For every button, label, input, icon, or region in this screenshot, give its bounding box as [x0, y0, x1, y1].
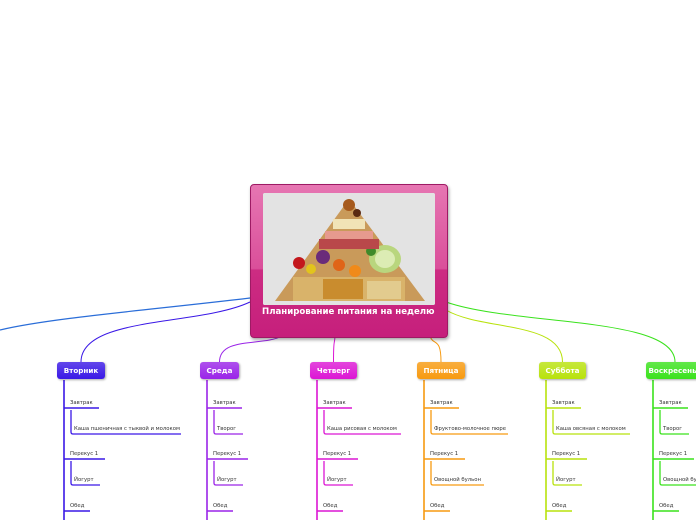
leaf-topic[interactable]: Обед: [70, 503, 84, 510]
leaf-topic[interactable]: Обед: [213, 503, 227, 510]
leaf-topic[interactable]: Каша рисовая с молоком: [327, 426, 397, 433]
leaf-topic[interactable]: Овощной бульон: [434, 477, 481, 484]
leaf-topic[interactable]: Перекус 1: [430, 451, 458, 458]
leaf-topic[interactable]: Перекус 1: [552, 451, 580, 458]
day-node[interactable]: Суббота: [539, 362, 586, 379]
leaf-topic[interactable]: Йогурт: [217, 477, 237, 484]
leaf-topic[interactable]: Овощной бульон: [663, 477, 696, 484]
leaf-topic[interactable]: Перекус 1: [213, 451, 241, 458]
leaf-topic[interactable]: Перекус 1: [70, 451, 98, 458]
day-node[interactable]: Вторник: [57, 362, 105, 379]
leaf-topic[interactable]: Йогурт: [556, 477, 576, 484]
leaf-topic[interactable]: Завтрак: [659, 400, 682, 407]
leaf-topic[interactable]: Завтрак: [70, 400, 93, 407]
leaf-topic[interactable]: Йогурт: [327, 477, 347, 484]
leaf-topic[interactable]: Перекус 1: [659, 451, 687, 458]
leaf-topic[interactable]: Каша овсяная с молоком: [556, 426, 626, 433]
monday-branch-line: [0, 298, 250, 330]
branch-line: [430, 336, 441, 362]
leaf-topic[interactable]: Перекус 1: [323, 451, 351, 458]
leaf-topic[interactable]: Фруктово-молочное пюре: [434, 426, 506, 433]
leaf-topic[interactable]: Обед: [659, 503, 673, 510]
branch-line: [81, 302, 250, 362]
central-topic[interactable]: Планирование питания на неделю: [250, 184, 448, 338]
day-node[interactable]: Четверг: [310, 362, 357, 379]
leaf-topic[interactable]: Завтрак: [552, 400, 575, 407]
leaf-topic[interactable]: Обед: [430, 503, 444, 510]
leaf-topic[interactable]: Завтрак: [213, 400, 236, 407]
branch-line: [220, 336, 283, 362]
leaf-topic[interactable]: Завтрак: [323, 400, 346, 407]
day-node[interactable]: Среда: [200, 362, 239, 379]
branch-line: [446, 310, 563, 362]
leaf-topic[interactable]: Творог: [663, 426, 682, 433]
leaf-topic[interactable]: Творог: [217, 426, 236, 433]
leaf-topic[interactable]: Йогурт: [74, 477, 94, 484]
food-pyramid-image: [263, 193, 435, 305]
leaf-topic[interactable]: Каша пшеничная с тыквой и молоком: [74, 426, 180, 433]
day-node[interactable]: Пятница: [417, 362, 465, 379]
leaf-topic[interactable]: Завтрак: [430, 400, 453, 407]
leaf-topic[interactable]: Обед: [323, 503, 337, 510]
day-node[interactable]: Воскресенье: [646, 362, 696, 379]
branch-line: [334, 336, 336, 362]
leaf-topic[interactable]: Обед: [552, 503, 566, 510]
central-topic-title: Планирование питания на неделю: [262, 307, 442, 318]
